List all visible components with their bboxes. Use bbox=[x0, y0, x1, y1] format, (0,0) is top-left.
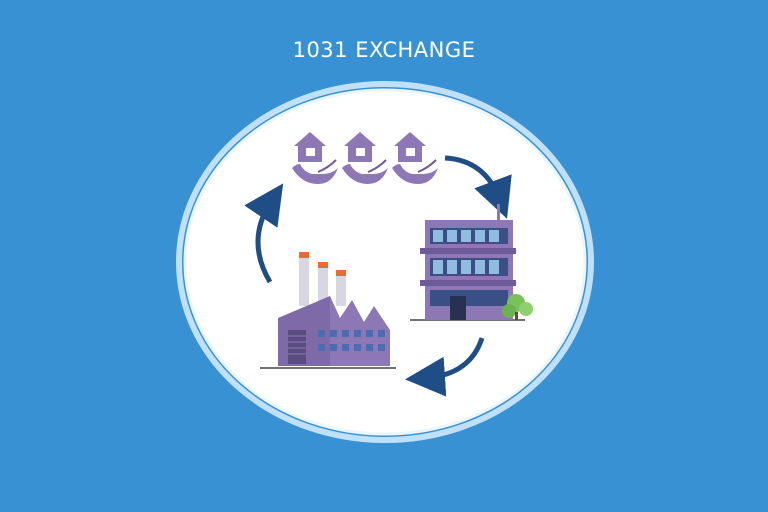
outer-ring bbox=[176, 81, 594, 443]
arrow-office-to-factory bbox=[405, 337, 485, 397]
tree-icon bbox=[502, 294, 533, 320]
office-building-icon bbox=[410, 204, 533, 321]
arrow-factory-to-houses bbox=[244, 183, 284, 284]
page-title: 1031 EXCHANGE bbox=[292, 38, 476, 62]
houses-group bbox=[292, 132, 438, 184]
white-circle bbox=[183, 88, 587, 436]
house-in-hand-icon bbox=[292, 132, 338, 184]
house-in-hand-icon bbox=[342, 132, 388, 184]
house-in-hand-icon bbox=[392, 132, 438, 184]
arrow-houses-to-office bbox=[444, 155, 512, 219]
factory-icon bbox=[260, 252, 396, 369]
